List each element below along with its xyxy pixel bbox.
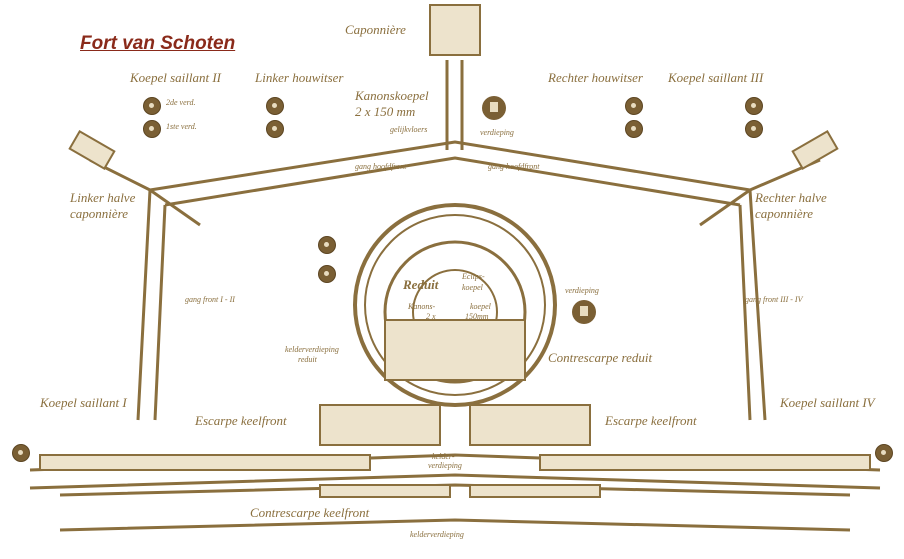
dome-icon — [266, 120, 284, 138]
label-kanonskoepel-caliber: 2 x 150 mm — [355, 104, 416, 119]
label-kelder-center-2: verdieping — [428, 461, 462, 470]
label-verdieping-reduit: verdieping — [565, 286, 599, 295]
label-rechter-caponniere: caponnière — [755, 206, 813, 221]
label-escarpe-right: Escarpe keelfront — [605, 413, 697, 428]
label-kelder-reduit-2: reduit — [298, 355, 317, 364]
dome-icon — [266, 97, 284, 115]
label-contrescarpe-keelfront: Contrescarpe keelfront — [250, 505, 370, 520]
label-kanons-4: 150mm — [465, 312, 489, 321]
label-linker-halve: Linker halve — [70, 190, 136, 205]
dome-icon — [318, 265, 336, 283]
dome-icon — [318, 236, 336, 254]
page-title: Fort van Schoten — [80, 33, 236, 54]
label-caponniere: Caponnière — [345, 22, 406, 37]
label-kelder-reduit-1: kelderverdieping — [285, 345, 339, 354]
label-contrescarpe-reduit: Contrescarpe reduit — [548, 350, 653, 365]
label-gang-front-1-2: gang front I - II — [185, 295, 235, 304]
label-eerste-verd: 1ste verd. — [166, 122, 197, 131]
label-kelder-bottom: kelderverdieping — [410, 530, 464, 539]
dome-icon — [625, 120, 643, 138]
dome-icon — [745, 97, 763, 115]
cupola-icon — [572, 300, 596, 324]
label-tweede-verd: 2de verd. — [166, 98, 196, 107]
label-eclips-2: koepel — [462, 283, 483, 292]
label-verdieping: verdieping — [480, 128, 514, 137]
dome-icon — [625, 97, 643, 115]
label-reduit: Reduit — [403, 277, 439, 292]
label-eclips-1: Eclips- — [462, 272, 485, 281]
label-kelder-center-1: kelder- — [432, 452, 455, 461]
label-kanons-3: 2 x — [426, 312, 436, 321]
label-rechter-halve: Rechter halve — [755, 190, 827, 205]
label-gang-hoofdfront-l: gang hoofdfront — [355, 162, 407, 171]
label-escarpe-left: Escarpe keelfront — [195, 413, 287, 428]
dome-icon — [143, 97, 161, 115]
label-kanons-1: Kanons- — [408, 302, 436, 311]
label-koepel-saillant-3: Koepel saillant III — [668, 70, 764, 85]
label-koepel-saillant-4: Koepel saillant IV — [780, 395, 875, 410]
label-linker-caponniere: caponnière — [70, 206, 128, 221]
label-gang-front-3-4: gang front III - IV — [745, 295, 803, 304]
label-rechter-houwitser: Rechter houwitser — [548, 70, 643, 85]
label-koepel-saillant-1: Koepel saillant I — [40, 395, 127, 410]
label-gang-hoofdfront-r: gang hoofdfront — [488, 162, 540, 171]
label-gelijkvloers: gelijkvloers — [390, 125, 428, 134]
dome-icon — [12, 444, 30, 462]
dome-icon — [875, 444, 893, 462]
label-kanonskoepel: Kanonskoepel — [355, 88, 429, 103]
cupola-icon — [482, 96, 506, 120]
label-koepel-saillant-2: Koepel saillant II — [130, 70, 221, 85]
label-kanons-2: koepel — [470, 302, 491, 311]
dome-icon — [745, 120, 763, 138]
dome-icon — [143, 120, 161, 138]
label-linker-houwitser: Linker houwitser — [255, 70, 344, 85]
